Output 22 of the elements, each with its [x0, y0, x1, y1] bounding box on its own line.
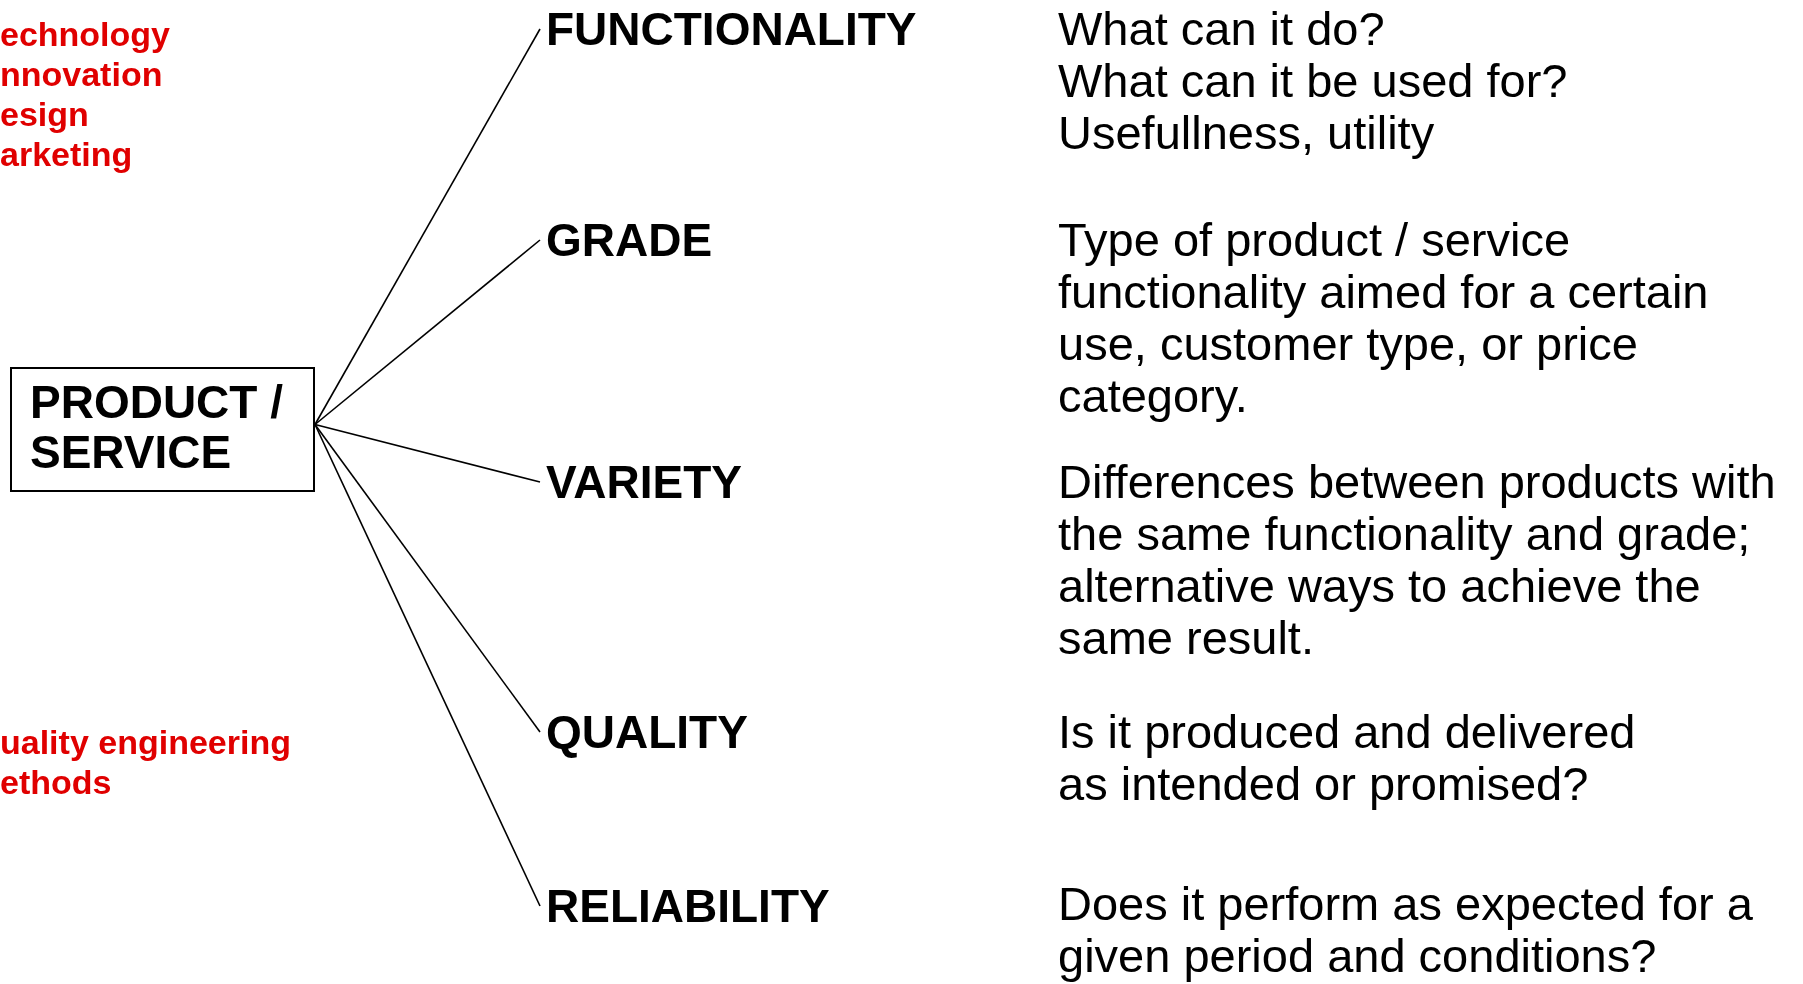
category-heading: QUALITY	[546, 706, 748, 758]
description-text: Does it perform as expected for a given period and conditions?	[1058, 878, 1754, 982]
description-text: Usefullness, utility	[1058, 107, 1436, 159]
note-text: arketing	[0, 134, 133, 174]
connector-line	[314, 423, 541, 483]
category-heading: VARIETY	[546, 456, 742, 508]
connector-line	[314, 239, 541, 426]
description-text: What can it be used for?	[1058, 55, 1569, 107]
product-box: PRODUCT / SERVICE	[10, 367, 315, 492]
note-text: nnovation	[0, 54, 163, 94]
connector-line	[314, 423, 541, 733]
category-heading: GRADE	[546, 214, 713, 266]
description-text: Is it produced and delivered as intended or promised?	[1058, 706, 1637, 810]
description-text: Differences between products with the same functionality and grade; alternative ways to achieve the same result.	[1058, 456, 1777, 664]
note-text: esign	[0, 94, 89, 134]
note-text: uality engineering	[0, 722, 291, 762]
note-text: echnology	[0, 14, 171, 54]
category-heading: RELIABILITY	[546, 880, 830, 932]
note-text: ethods	[0, 762, 112, 802]
description-text: What can it do?	[1058, 3, 1386, 55]
description-text: Type of product / service functionality aimed for a certain use, customer type, or price category.	[1058, 214, 1710, 422]
category-heading: FUNCTIONALITY	[546, 3, 917, 55]
